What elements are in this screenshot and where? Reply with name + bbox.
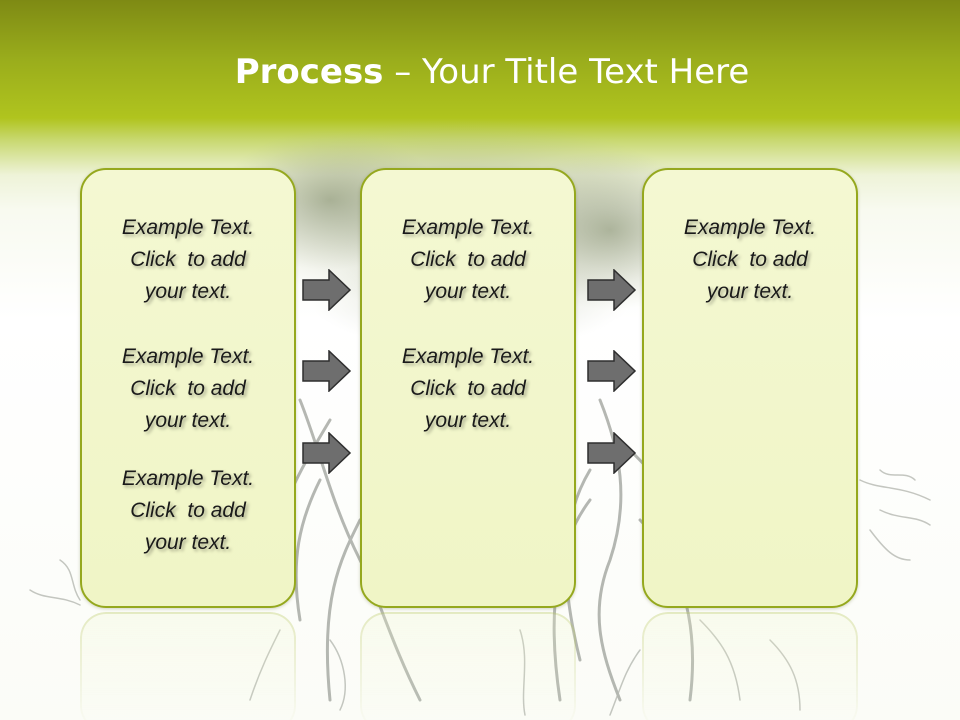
text-line: Example Text.: [121, 345, 255, 368]
process-step-2-box[interactable]: Example Text. Click to add your text. Ex…: [360, 168, 576, 608]
text-line: Example Text.: [401, 345, 535, 368]
text-line: Example Text.: [121, 467, 255, 490]
slide-title[interactable]: Process – Your Title Text Here: [0, 52, 960, 92]
step-2-text-2[interactable]: Example Text. Click to add your text.: [362, 341, 574, 437]
right-arrow-icon[interactable]: [302, 269, 352, 311]
title-strong: Process: [234, 52, 384, 92]
card-reflection: [360, 612, 576, 720]
right-arrow-icon[interactable]: [302, 432, 352, 474]
text-line: your text.: [144, 409, 232, 432]
text-line: Click to add: [410, 377, 526, 400]
step-1-text-2[interactable]: Example Text. Click to add your text.: [82, 341, 294, 437]
card-reflection: [80, 612, 296, 720]
right-arrow-icon[interactable]: [587, 432, 637, 474]
text-line: Example Text.: [401, 216, 535, 239]
text-line: your text.: [706, 280, 794, 303]
text-line: your text.: [424, 409, 512, 432]
card-reflection: [642, 612, 858, 720]
text-line: Click to add: [692, 248, 808, 271]
right-arrow-icon[interactable]: [587, 269, 637, 311]
text-line: your text.: [144, 280, 232, 303]
text-line: Click to add: [130, 248, 246, 271]
step-2-text-1[interactable]: Example Text. Click to add your text.: [362, 212, 574, 308]
text-line: Click to add: [130, 377, 246, 400]
process-step-3-box[interactable]: Example Text. Click to add your text.: [642, 168, 858, 608]
text-line: Example Text.: [121, 216, 255, 239]
right-arrow-icon[interactable]: [302, 350, 352, 392]
right-arrow-icon[interactable]: [587, 350, 637, 392]
text-line: Click to add: [130, 499, 246, 522]
process-step-1-box[interactable]: Example Text. Click to add your text. Ex…: [80, 168, 296, 608]
step-3-text-1[interactable]: Example Text. Click to add your text.: [644, 212, 856, 308]
step-1-text-1[interactable]: Example Text. Click to add your text.: [82, 212, 294, 308]
step-1-text-3[interactable]: Example Text. Click to add your text.: [82, 463, 294, 559]
text-line: your text.: [144, 531, 232, 554]
title-rest: – Your Title Text Here: [383, 52, 750, 92]
text-line: Click to add: [410, 248, 526, 271]
text-line: your text.: [424, 280, 512, 303]
text-line: Example Text.: [683, 216, 817, 239]
